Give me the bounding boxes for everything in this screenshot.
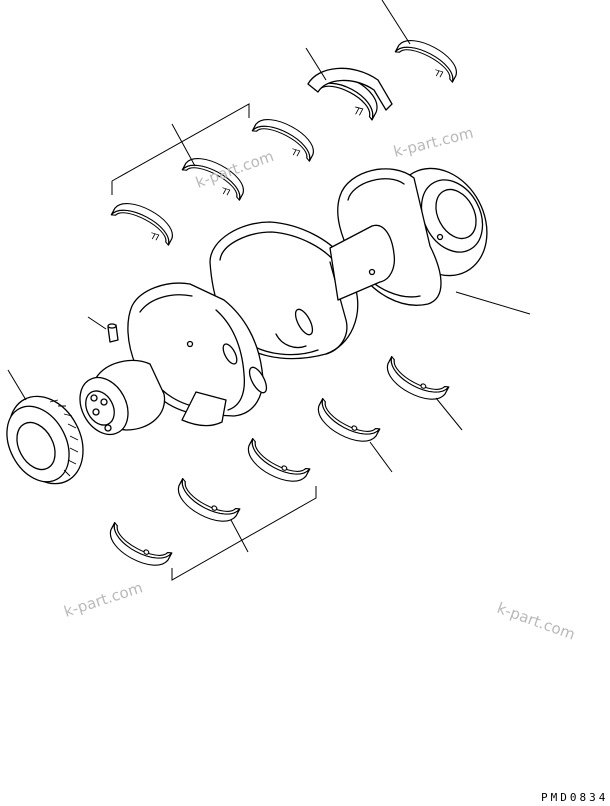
top-shell (381, 0, 464, 85)
drawing-code: PMD0834 (541, 791, 608, 804)
dowel-pin (87, 316, 119, 343)
crank-journal-rear (329, 224, 396, 301)
rear-lower-shell (380, 356, 463, 431)
watermark-4: k-part.com (495, 599, 578, 644)
crankshaft (79, 167, 531, 436)
top-shell-leader (381, 0, 411, 45)
thrust-lower-leader (369, 441, 393, 473)
crankshaft-gear (6, 369, 84, 485)
upper-shell-bracket (111, 103, 250, 195)
thrust-flange-upper (307, 67, 393, 111)
watermark-3: k-part.com (62, 578, 145, 620)
upper-shell-1 (109, 194, 180, 248)
watermark-1: k-part.com (392, 124, 476, 161)
lower-shell-3 (241, 438, 311, 491)
thrust-upper-leader (305, 47, 327, 81)
lower-shell-1 (103, 522, 173, 575)
crankshaft-leader (455, 291, 531, 315)
lower-main-bearing-shells (103, 438, 317, 581)
upper-shell-leader (171, 123, 196, 167)
rear-lower-leader (435, 397, 463, 431)
thrust-bearing-upper (305, 47, 393, 123)
lower-shell-bracket (171, 486, 317, 581)
dowel-pin-leader (87, 316, 107, 330)
lower-shell-2 (171, 478, 241, 531)
lower-shell-leader (230, 519, 249, 553)
thrust-bearing-lower (311, 398, 393, 473)
gear-leader (7, 369, 27, 401)
upper-main-bearing-shells (109, 103, 321, 248)
